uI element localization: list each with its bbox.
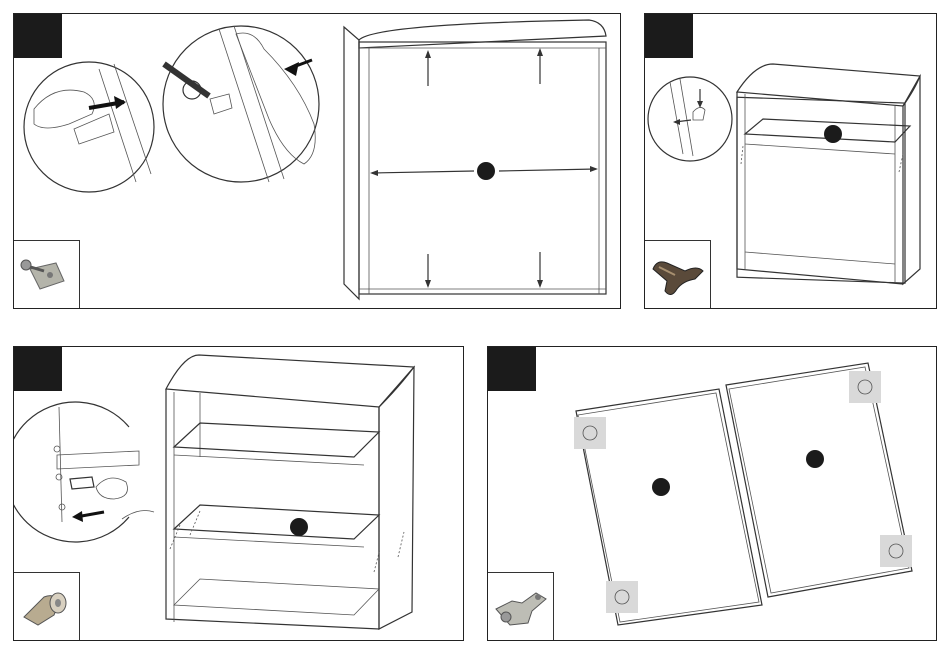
detail-circle-tighten-cam: [163, 26, 319, 182]
detail-circle-shelf-pin: [14, 402, 154, 542]
shelf-support-bracket-icon: [645, 241, 711, 309]
cabinet-hinge-icon: [488, 573, 554, 641]
step-2-part-box: [645, 240, 711, 308]
cabinet-frame-step-3: [166, 355, 414, 629]
step-4-marker-right: [806, 450, 824, 468]
cabinet-frame-step-2: [737, 64, 920, 284]
detail-circle-bracket: [648, 77, 732, 161]
step-1-part-box: [14, 240, 80, 308]
step-3-panel: [13, 346, 464, 641]
step-4-illustration: [488, 347, 937, 641]
step-3-part-box: [14, 572, 80, 640]
step-4-marker-left: [652, 478, 670, 496]
detail-circle-push-panel: [24, 62, 154, 192]
step-2-marker: [824, 125, 842, 143]
step-1-marker: [477, 162, 495, 180]
hinge-pad-right-top: [849, 371, 881, 403]
cam-lock-screw-icon: [14, 241, 80, 309]
hinge-pad-right-bottom: [880, 535, 912, 567]
step-3-illustration: [14, 347, 464, 641]
cabinet-back-view: [344, 20, 606, 299]
step-4-panel: [487, 346, 937, 641]
step-1-illustration: [14, 14, 621, 309]
step-4-part-box: [488, 572, 554, 640]
hinge-pad-left-bottom: [606, 581, 638, 613]
hinge-pad-left-top: [574, 417, 606, 449]
step-1-panel: [13, 13, 621, 309]
step-2-panel: [644, 13, 937, 309]
step-3-marker: [290, 518, 308, 536]
shelf-pin-icon: [14, 573, 80, 641]
